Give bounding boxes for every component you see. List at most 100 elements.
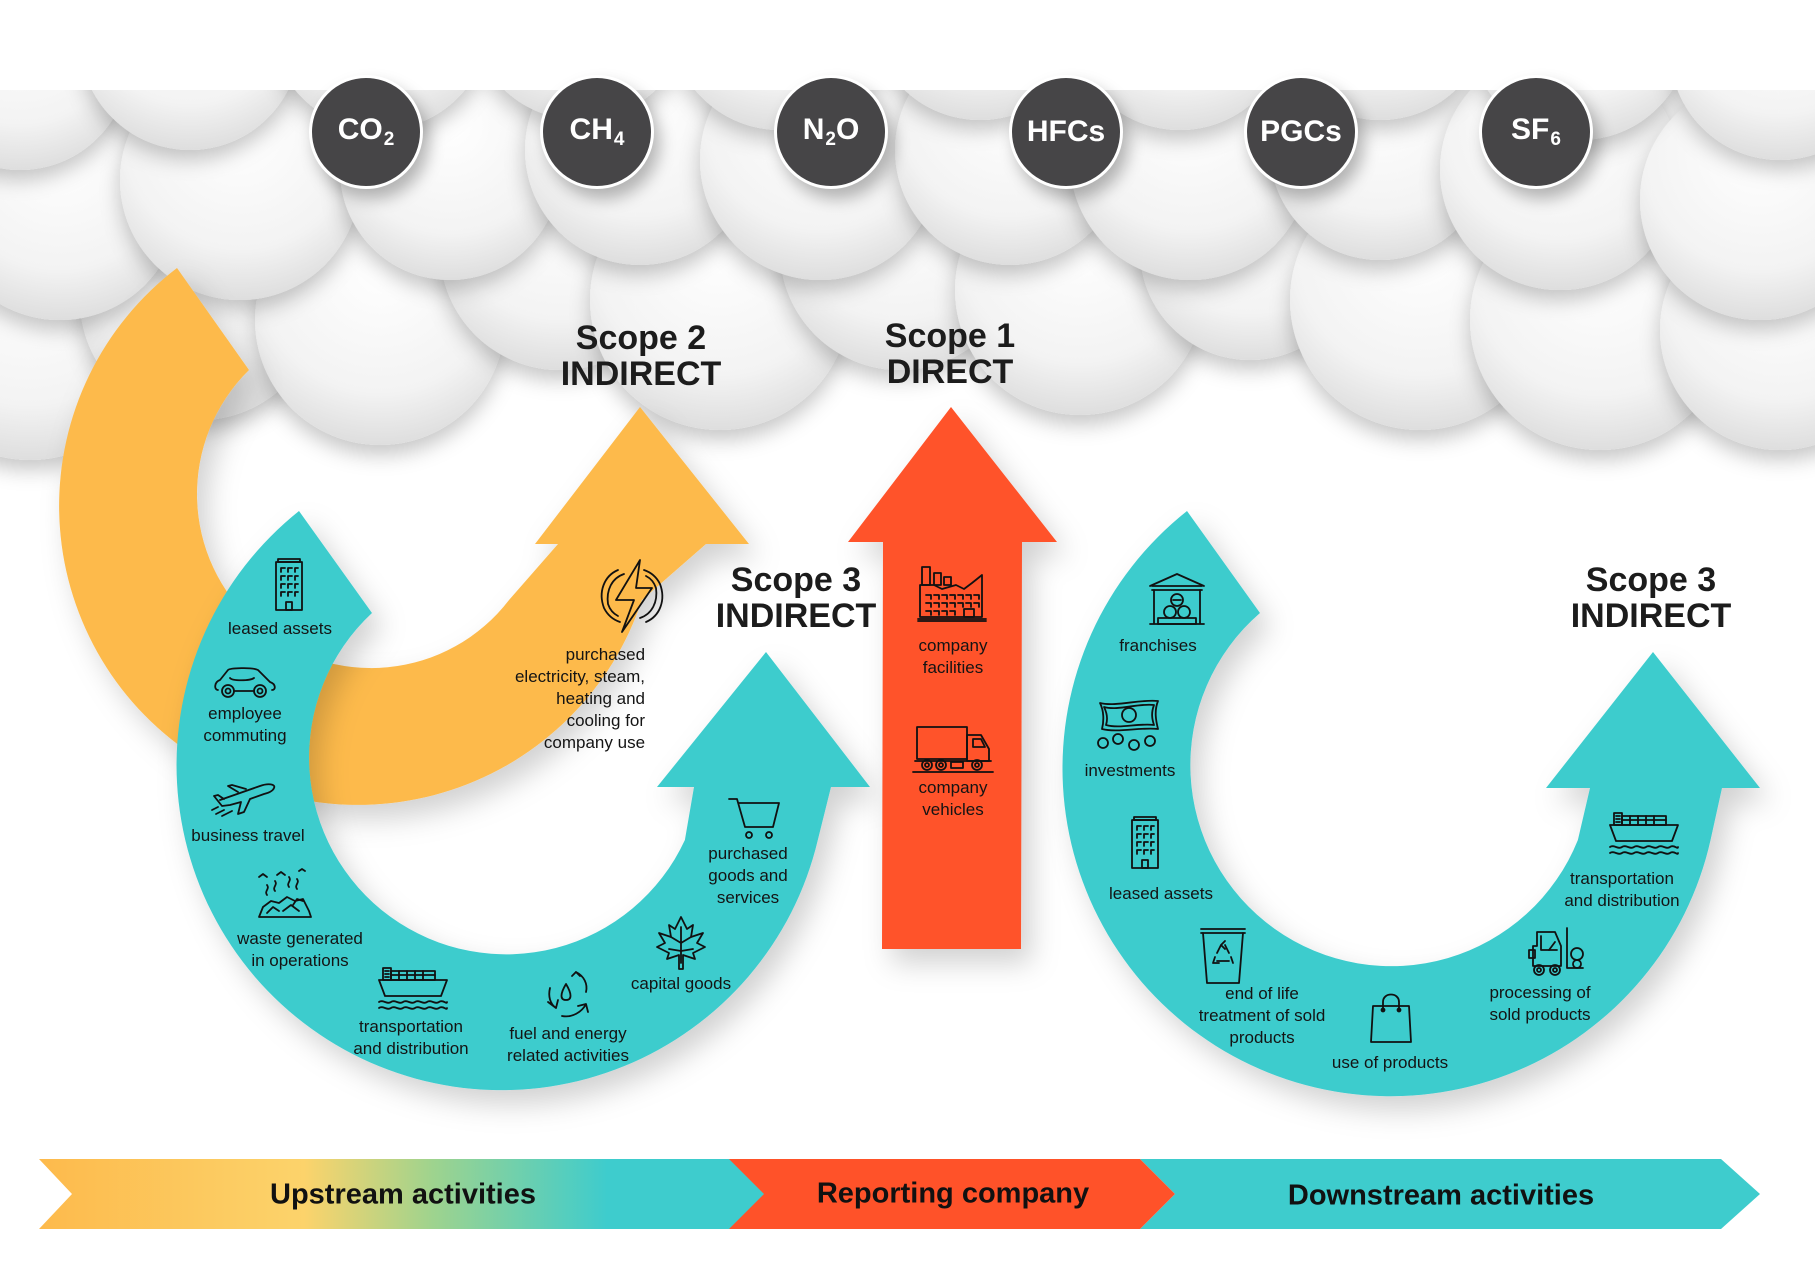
label-line: company xyxy=(918,778,988,797)
label-line: cooling for xyxy=(566,711,646,730)
upstream-item-label: fuel and energy related activities xyxy=(507,1023,629,1067)
label-line: purchased xyxy=(708,844,788,863)
scope3-upstream-title: Scope 3 INDIRECT xyxy=(716,562,877,634)
label-line: facilities xyxy=(922,658,984,677)
scope2-title-line1: Scope 2 xyxy=(575,319,707,357)
downstream-item-label: use of products xyxy=(1332,1052,1448,1074)
gas-subscript: 4 xyxy=(613,129,625,150)
downstream-item-label: leased assets xyxy=(1109,883,1213,905)
label-line: business travel xyxy=(191,826,305,845)
office-building-icon xyxy=(273,558,305,612)
maple-leaf-icon xyxy=(655,915,707,971)
scope3-upstream-arrow xyxy=(176,511,871,1091)
label-line: sold products xyxy=(1489,1005,1591,1024)
scope2-item-label: purchased electricity, steam, heating and c… xyxy=(515,644,645,754)
label-line: transportation xyxy=(359,1017,463,1036)
label-line: capital goods xyxy=(630,974,732,993)
upstream-item-label: leased assets xyxy=(228,618,332,640)
label-line: and distribution xyxy=(1564,891,1680,910)
waste-landfill-icon xyxy=(253,867,315,923)
scope1-title: Scope 1 DIRECT xyxy=(885,318,1015,390)
franchise-store-icon xyxy=(1148,572,1206,628)
recycle-bin-icon xyxy=(1199,927,1247,985)
label-line: treatment of sold xyxy=(1198,1006,1326,1025)
gas-subscript: 2 xyxy=(825,129,836,150)
gas-formula: CH4 xyxy=(569,113,625,150)
scope2-title: Scope 2 INDIRECT xyxy=(561,320,722,392)
label-line: waste generated xyxy=(237,929,363,948)
gas-formula: PGCs xyxy=(1260,115,1342,148)
scope1-title-line1: Scope 1 xyxy=(884,317,1016,355)
label-line: employee xyxy=(208,704,282,723)
label-line: end of life xyxy=(1225,984,1299,1003)
money-coins-icon xyxy=(1096,699,1162,755)
airplane-icon xyxy=(208,780,278,818)
gas-badge: HFCs xyxy=(1009,75,1123,189)
shopping-cart-icon xyxy=(727,795,781,841)
fuel-recycle-drop-icon xyxy=(542,970,592,1020)
cloud-layer xyxy=(0,0,1815,460)
label-line: purchased xyxy=(565,645,646,664)
label-line: products xyxy=(1229,1028,1295,1047)
label-line: processing of xyxy=(1489,983,1591,1002)
upstream-item-label: transportation and distribution xyxy=(353,1016,468,1060)
label-line: use of products xyxy=(1331,1053,1449,1072)
gas-formula: SF6 xyxy=(1511,113,1561,150)
scope1-item-label: company vehicles xyxy=(919,777,988,821)
lightning-energy-icon xyxy=(596,556,668,636)
label-line: commuting xyxy=(203,726,287,745)
downstream-bar-segment xyxy=(1140,1159,1760,1229)
scope3-downstream-title-line1: Scope 3 xyxy=(1585,561,1717,599)
label-line: electricity, steam, xyxy=(514,667,646,686)
downstream-item-label: transportation and distribution xyxy=(1564,868,1679,912)
label-line: fuel and energy xyxy=(509,1024,627,1043)
downstream-item-label: franchises xyxy=(1119,635,1196,657)
label-line: related activities xyxy=(507,1046,629,1065)
upstream-activities-label: Upstream activities xyxy=(270,1178,536,1211)
upstream-item-label: capital goods xyxy=(631,973,731,995)
factory-icon xyxy=(916,563,990,625)
gas-formula: HFCs xyxy=(1026,115,1106,148)
label-line: vehicles xyxy=(922,800,984,819)
reporting-company-bar-segment xyxy=(729,1159,1175,1229)
cargo-ship-icon xyxy=(1608,811,1680,859)
label-line: company use xyxy=(543,733,646,752)
scope3-downstream-title-line2: INDIRECT xyxy=(1570,597,1732,635)
gas-subscript: 2 xyxy=(383,129,395,150)
label-line: leased assets xyxy=(1109,884,1213,903)
label-line: in operations xyxy=(251,951,349,970)
cargo-ship-icon xyxy=(377,966,449,1014)
scope3-upstream-title-line1: Scope 3 xyxy=(730,561,862,599)
gas-badge: N2O xyxy=(774,75,888,189)
cloud-top-fill xyxy=(0,0,1815,90)
gas-badge: SF6 xyxy=(1479,75,1593,189)
label-line: and distribution xyxy=(353,1039,469,1058)
label-line: transportation xyxy=(1570,869,1674,888)
scope3-downstream-title: Scope 3 INDIRECT xyxy=(1571,562,1732,634)
upstream-item-label: business travel xyxy=(191,825,304,847)
label-line: goods and xyxy=(708,866,788,885)
forklift-icon xyxy=(1527,926,1589,980)
gas-badge: CO2 xyxy=(309,75,423,189)
label-line: leased assets xyxy=(228,619,332,638)
gas-formula: CO2 xyxy=(337,113,395,150)
gas-formula: N2O xyxy=(802,113,860,150)
scope3-downstream-arrow xyxy=(1062,511,1760,1097)
car-icon xyxy=(212,666,278,700)
label-line: franchises xyxy=(1119,636,1197,655)
downstream-item-label: processing of sold products xyxy=(1489,982,1590,1026)
downstream-activities-label: Downstream activities xyxy=(1287,1179,1595,1212)
office-building-icon xyxy=(1129,816,1161,870)
value-chain-bar xyxy=(39,1159,1760,1229)
gas-badge: CH4 xyxy=(540,75,654,189)
gas-badge: PGCs xyxy=(1244,75,1358,189)
gas-subscript: 6 xyxy=(1550,129,1561,150)
scope1-arrow xyxy=(848,407,1057,949)
label-line: heating and xyxy=(556,689,646,708)
scope-arrows xyxy=(59,268,1760,1097)
scope2-title-line2: INDIRECT xyxy=(560,355,722,393)
downstream-item-label: investments xyxy=(1085,760,1176,782)
